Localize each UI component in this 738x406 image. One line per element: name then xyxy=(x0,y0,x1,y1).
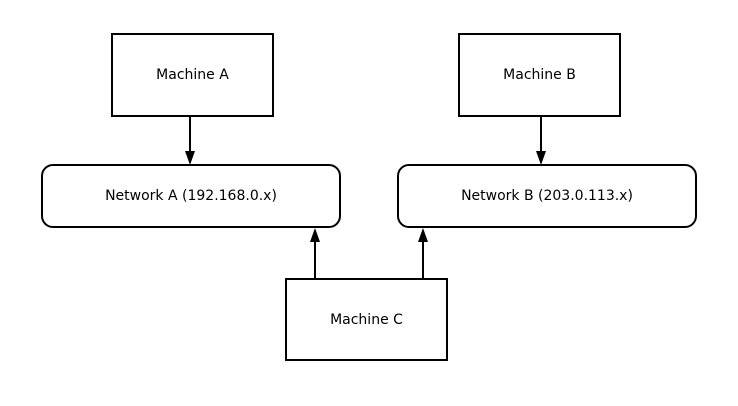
node-machine-a: Machine A xyxy=(111,33,274,117)
arrowhead-down-icon xyxy=(536,151,546,165)
node-machine-a-label: Machine A xyxy=(156,67,229,83)
arrowhead-up-icon xyxy=(310,228,320,242)
edge-machine-c-to-network-a xyxy=(310,228,320,279)
node-machine-c-label: Machine C xyxy=(330,311,403,328)
node-machine-b: Machine B xyxy=(458,33,621,117)
edge-machine-a-to-network-a xyxy=(185,117,195,165)
edge-machine-c-to-network-b xyxy=(418,228,428,279)
node-network-b: Network B (203.0.113.x) xyxy=(397,164,697,228)
node-network-a: Network A (192.168.0.x) xyxy=(41,164,341,228)
arrowhead-up-icon xyxy=(418,228,428,242)
node-machine-c: Machine C xyxy=(285,278,448,361)
arrowhead-down-icon xyxy=(185,151,195,165)
edge-machine-b-to-network-b xyxy=(536,117,546,165)
node-machine-b-label: Machine B xyxy=(503,67,576,83)
node-network-a-label: Network A (192.168.0.x) xyxy=(105,188,277,204)
node-network-b-label: Network B (203.0.113.x) xyxy=(461,188,633,204)
